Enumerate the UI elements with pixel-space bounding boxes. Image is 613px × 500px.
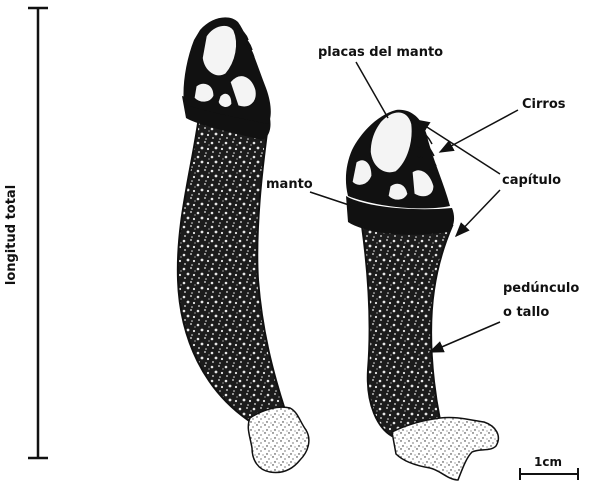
arrow-manto <box>310 192 352 206</box>
arrow-cirros <box>440 110 518 152</box>
right-barnacle <box>346 110 498 480</box>
label-cirros: Cirros <box>522 97 566 112</box>
total-length-label: longitud total <box>4 185 19 285</box>
arrow-placas <box>356 62 388 118</box>
left-plate-3 <box>194 83 214 102</box>
scale-bar <box>520 468 578 480</box>
left-barnacle <box>178 17 309 472</box>
right-foot <box>392 417 498 480</box>
label-pedunculo: pedúnculo <box>503 281 579 296</box>
total-length-bar <box>28 8 48 458</box>
label-placas-del-manto: placas del manto <box>318 45 443 60</box>
scale-bar-label: 1cm <box>534 455 562 469</box>
left-foot <box>248 407 309 472</box>
label-capitulo: capítulo <box>502 173 561 188</box>
label-manto: manto <box>266 177 313 192</box>
right-stalk <box>362 226 452 436</box>
label-o-tallo: o tallo <box>503 305 549 320</box>
arrow-pedunculo <box>430 322 500 352</box>
left-plate-4 <box>218 93 232 107</box>
left-stalk <box>178 110 285 423</box>
arrow-capitulo-lower <box>456 190 500 236</box>
